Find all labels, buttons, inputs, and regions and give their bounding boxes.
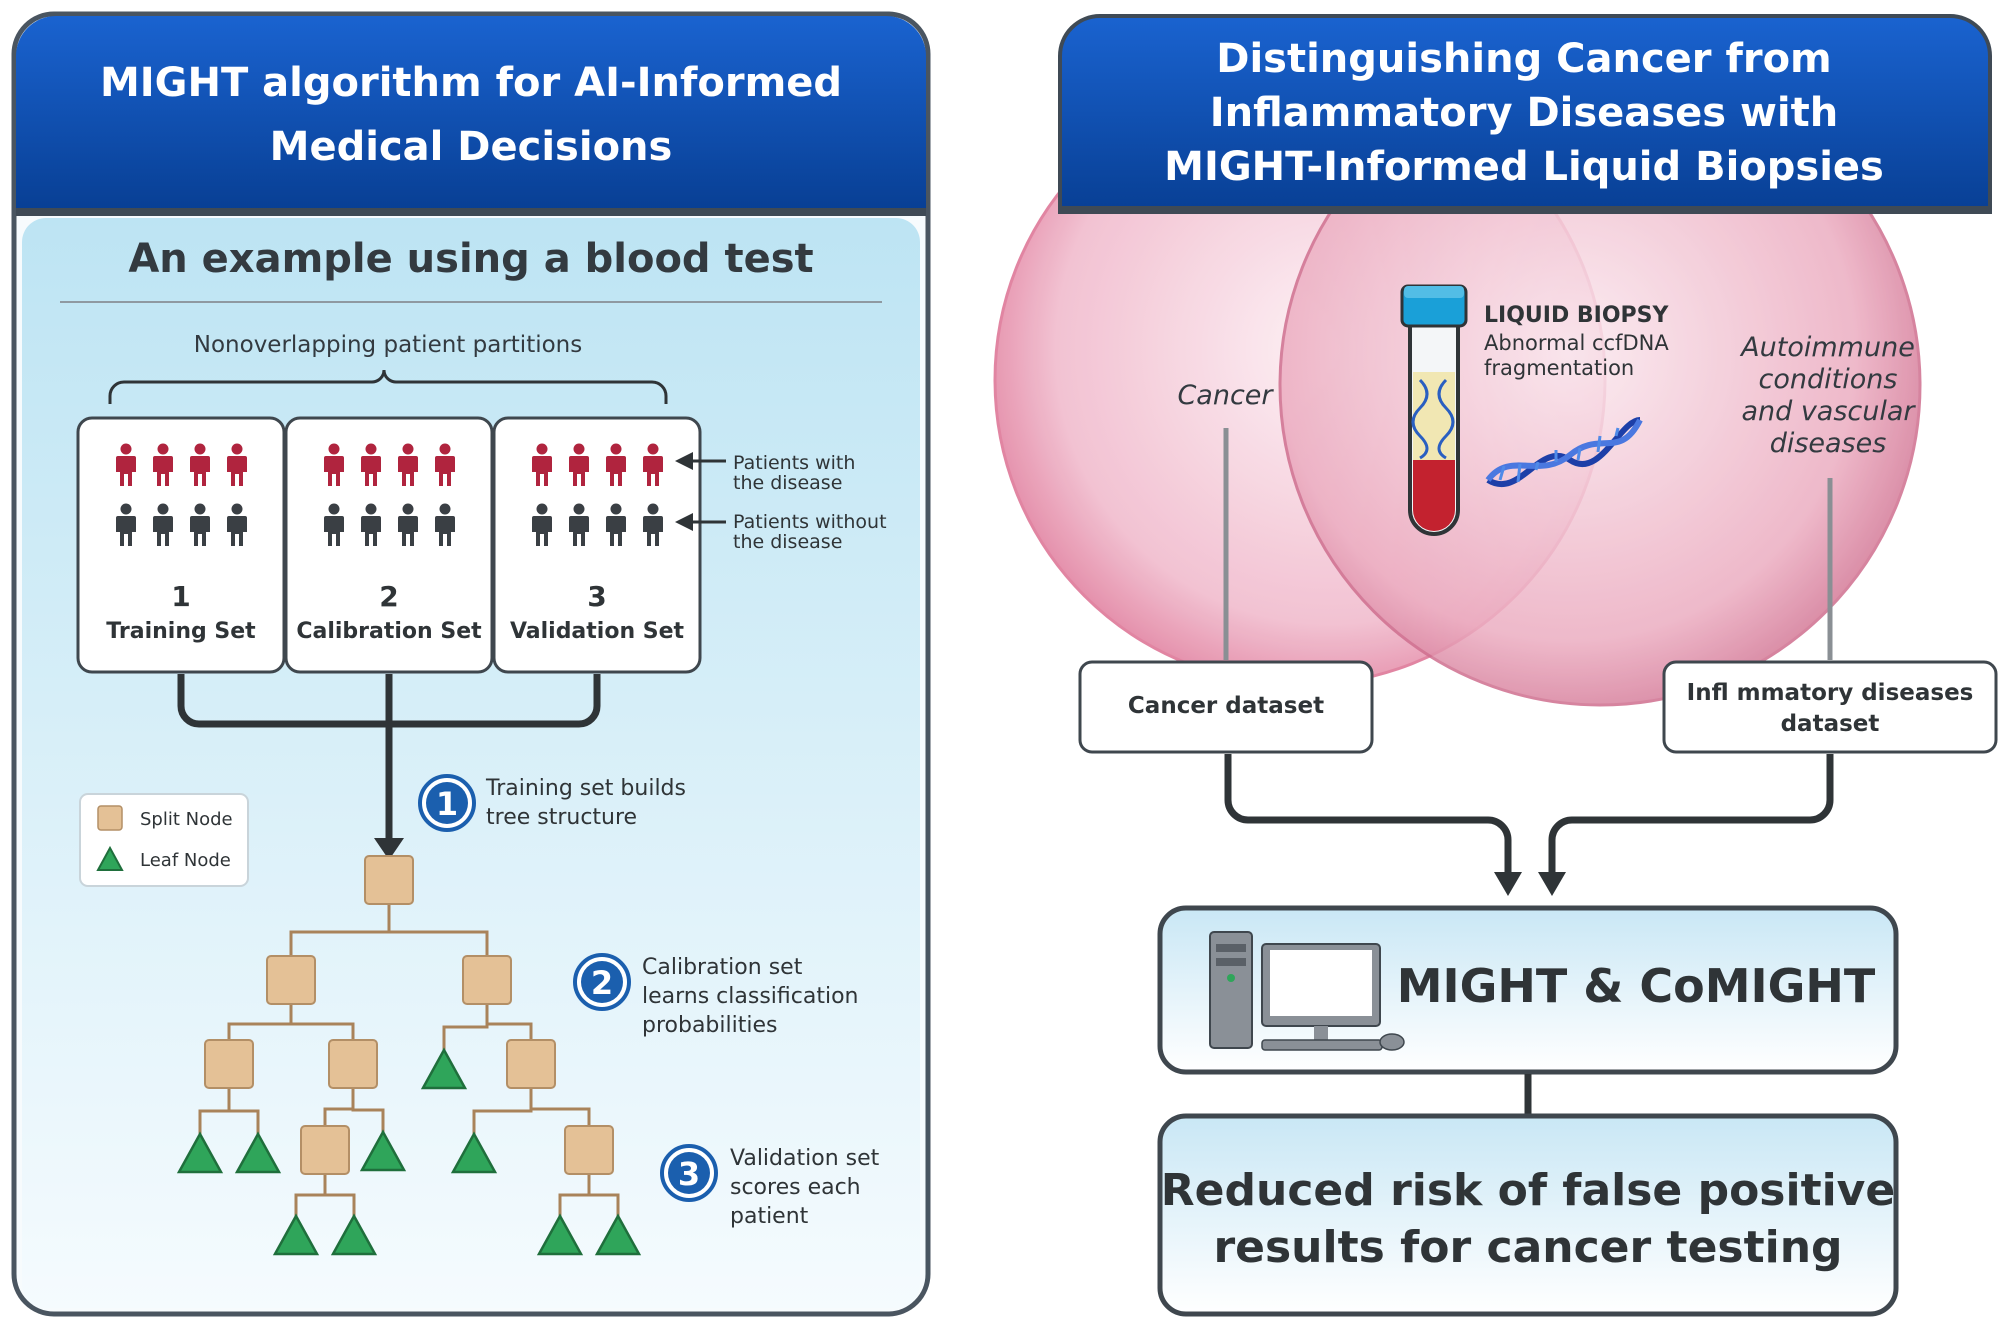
split-node xyxy=(204,1039,254,1089)
leaf-node-label: Leaf Node xyxy=(140,850,231,871)
leaf-node xyxy=(272,1213,320,1256)
leaf-node xyxy=(359,1129,407,1172)
left-header-bar xyxy=(16,16,926,210)
validation-set-number: 3 xyxy=(587,580,606,613)
split-node xyxy=(462,955,512,1005)
calibration-set-number: 2 xyxy=(379,580,398,613)
autoimmune-line3: and vascular xyxy=(1741,396,1916,427)
inflammatory-dataset-box xyxy=(1662,660,1998,754)
split-node-label: Split Node xyxy=(140,809,233,830)
right-header-bar xyxy=(1058,14,1992,214)
left-title-line1: MIGHT algorithm for AI-Informed xyxy=(100,60,842,106)
sets-merge-connector xyxy=(177,674,601,842)
leaf-node-legend-icon xyxy=(96,845,124,871)
computer-icon xyxy=(1209,931,1405,1051)
split-node-legend-icon xyxy=(97,805,123,831)
result-box xyxy=(1157,1113,1899,1317)
left-subtitle: An example using a blood test xyxy=(128,236,813,282)
tree-edge xyxy=(351,1088,385,1132)
step-2-line2: learns classification xyxy=(642,984,859,1009)
cancer-arrowhead xyxy=(1494,872,1522,896)
validation-set-label: Validation Set xyxy=(510,619,685,644)
step-2: 2 Calibration set learns classification … xyxy=(573,953,859,1038)
step-1-number: 1 xyxy=(436,785,458,823)
partitions-label: Nonoverlapping patient partitions xyxy=(194,332,582,358)
split-node xyxy=(364,855,414,905)
tree-edge xyxy=(587,1174,620,1216)
split-node xyxy=(266,955,316,1005)
step-3-line2: scores each xyxy=(730,1175,861,1200)
step-3-line1: Validation set xyxy=(730,1146,880,1171)
tree-entry-arrowhead xyxy=(374,838,404,860)
autoimmune-line4: diseases xyxy=(1770,428,1887,459)
decision-tree xyxy=(176,855,642,1256)
dna-helix-icon xyxy=(1485,417,1643,488)
leaf-node xyxy=(420,1047,468,1090)
step-3-number: 3 xyxy=(678,1155,700,1193)
training-set-number: 1 xyxy=(171,580,190,613)
inflammatory-dataset-line1: Infl mmatory diseases xyxy=(1687,680,1974,706)
leaf-node xyxy=(234,1131,282,1174)
blood-tube-icon xyxy=(1400,284,1468,536)
calibration-set-box: 2 Calibration Set xyxy=(284,416,494,674)
patients-with-line2: the disease xyxy=(733,472,842,494)
leaf-node xyxy=(330,1213,378,1256)
liquid-biopsy-title: LIQUID BIOPSY xyxy=(1484,303,1670,328)
might-comight-label: MIGHT & CoMIGHT xyxy=(1397,959,1876,1013)
training-set-label: Training Set xyxy=(106,619,256,644)
liquid-biopsy-line2: fragmentation xyxy=(1484,356,1634,380)
right-title-line1: Distinguishing Cancer from xyxy=(1216,36,1832,82)
node-legend: Split Node Leaf Node xyxy=(79,793,249,887)
tree-edge xyxy=(323,1174,356,1216)
right-title-line2: Inflammatory Diseases with xyxy=(1210,90,1838,136)
inflammatory-dataset-line2: dataset xyxy=(1781,711,1880,737)
split-node xyxy=(506,1039,556,1089)
left-panel: MIGHT algorithm for AI-Informed Medical … xyxy=(11,11,931,1317)
cancer-dataset-label: Cancer dataset xyxy=(1128,693,1324,719)
right-header-divider xyxy=(1060,206,1990,214)
result-line1: Reduced risk of false positive xyxy=(1161,1165,1895,1216)
partitions-bracket xyxy=(108,369,668,404)
step-2-line1: Calibration set xyxy=(642,955,803,980)
step-3-line3: patient xyxy=(730,1204,809,1229)
tree-edge xyxy=(387,904,489,960)
split-node xyxy=(564,1125,614,1175)
leaf-node xyxy=(450,1131,498,1174)
patients-with-line1: Patients with xyxy=(733,452,855,474)
training-set-box: 1 Training Set xyxy=(76,416,286,674)
tree-edge xyxy=(289,1004,355,1044)
cancer-dataset-box xyxy=(1078,660,1374,754)
step-1: 1 Training set builds tree structure xyxy=(418,774,686,832)
liquid-biopsy-line1: Abnormal ccfDNA xyxy=(1484,331,1669,355)
step-2-number: 2 xyxy=(591,964,613,1002)
autoimmune-line1: Autoimmune xyxy=(1739,332,1915,363)
autoimmune-line2: conditions xyxy=(1759,364,1898,395)
result-line2: results for cancer testing xyxy=(1213,1222,1842,1273)
tree-edge xyxy=(227,1088,260,1134)
leaf-node xyxy=(536,1213,584,1256)
leaf-node xyxy=(176,1131,224,1174)
left-header-divider xyxy=(16,208,926,216)
cancer-label: Cancer xyxy=(1177,380,1274,411)
step-2-line3: probabilities xyxy=(642,1013,777,1038)
inflammatory-to-might-connector xyxy=(1548,754,1834,876)
cancer-to-might-connector xyxy=(1224,754,1512,876)
inflammatory-arrowhead xyxy=(1538,872,1566,896)
tree-edge xyxy=(529,1088,591,1130)
split-node xyxy=(300,1125,350,1175)
validation-set-box: 3 Validation Set xyxy=(492,416,702,674)
left-title-line2: Medical Decisions xyxy=(270,124,673,170)
step-1-line2: tree structure xyxy=(486,805,637,830)
split-node xyxy=(328,1039,378,1089)
leaf-node xyxy=(594,1213,642,1256)
patients-without-line2: the disease xyxy=(733,531,842,553)
calibration-set-label: Calibration Set xyxy=(296,619,482,644)
right-title-line3: MIGHT-Informed Liquid Biopsies xyxy=(1164,144,1884,190)
patients-without-line1: Patients without xyxy=(733,511,887,533)
step-1-line1: Training set builds xyxy=(485,776,686,801)
step-3: 3 Validation set scores each patient xyxy=(660,1144,880,1229)
right-panel: Distinguishing Cancer from Inflammatory … xyxy=(993,14,1998,1317)
tree-edge xyxy=(485,1004,533,1044)
